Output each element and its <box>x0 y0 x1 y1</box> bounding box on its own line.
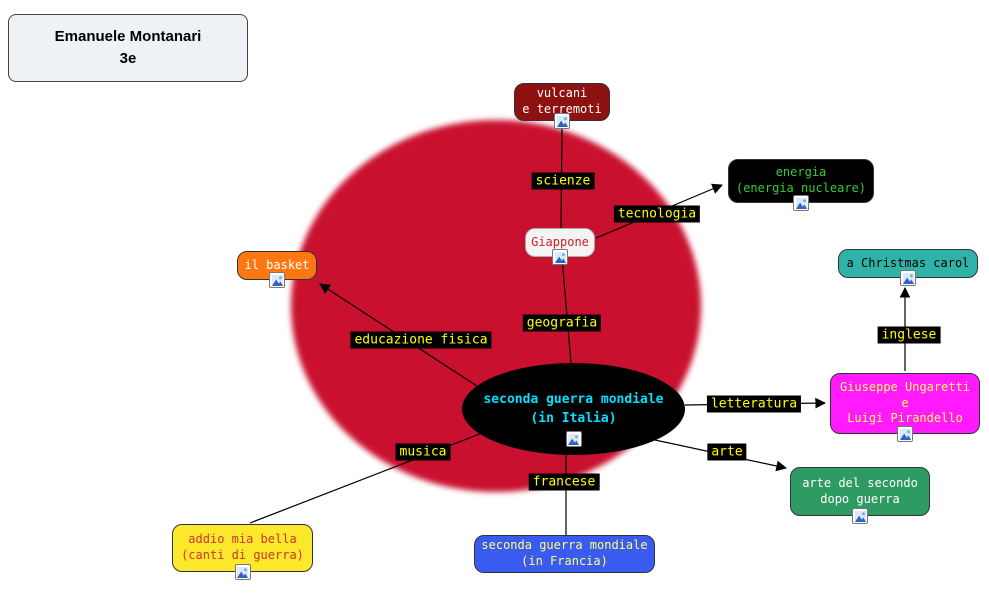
node-ungaretti-pirandello[interactable]: Giuseppe Ungaretti e Luigi Pirandello <box>830 373 980 442</box>
link-label-educazione-fisica[interactable]: educazione fisica <box>350 331 492 349</box>
link-label-scienze[interactable]: scienze <box>531 172 595 190</box>
link-label-inglese[interactable]: inglese <box>877 326 941 344</box>
node-addio-mia-bella[interactable]: addio mia bella (canti di guerra) <box>172 524 313 580</box>
node-arte-del-secondo-dopoguerra[interactable]: arte del secondo dopo guerra <box>790 467 930 524</box>
node-label: seconda guerra mondiale (in Francia) <box>481 538 648 568</box>
node-label: vulcani e terremoti <box>522 86 602 116</box>
node-il-basket[interactable]: il basket <box>237 251 317 288</box>
node-label: Giuseppe Ungaretti e Luigi Pirandello <box>839 380 971 426</box>
image-resource-icon[interactable] <box>565 431 582 447</box>
link-label-geografia[interactable]: geografia <box>522 314 602 332</box>
author-class: 3e <box>119 50 137 67</box>
node-label: a Christmas carol <box>846 255 970 270</box>
node-seconda-guerra-mondiale-francia[interactable]: seconda guerra mondiale (in Francia) <box>474 535 655 573</box>
image-resource-icon[interactable] <box>269 272 285 288</box>
node-label: seconda guerra mondiale (in Italia) <box>483 391 664 427</box>
node-label: energia (energia nucleare) <box>735 165 867 195</box>
link-label-francese[interactable]: francese <box>528 473 600 491</box>
link-label-letteratura[interactable]: letteratura <box>706 395 802 413</box>
image-resource-icon[interactable] <box>234 564 251 580</box>
image-resource-icon[interactable] <box>552 249 568 265</box>
author-title-box: Emanuele Montanari 3e <box>8 14 248 82</box>
image-resource-icon[interactable] <box>852 508 868 524</box>
node-seconda-guerra-mondiale-italia[interactable]: seconda guerra mondiale (in Italia) <box>462 363 685 455</box>
image-resource-icon[interactable] <box>900 270 916 286</box>
image-resource-icon[interactable] <box>793 195 809 211</box>
image-resource-icon[interactable] <box>554 113 570 129</box>
node-label: il basket <box>244 257 310 272</box>
author-name: Emanuele Montanari <box>54 28 202 46</box>
link-label-tecnologia[interactable]: tecnologia <box>613 205 701 223</box>
node-label: addio mia bella (canti di guerra) <box>181 532 304 562</box>
node-energia-nucleare[interactable]: energia (energia nucleare) <box>728 159 874 211</box>
node-vulcani-e-terremoti[interactable]: vulcani e terremoti <box>514 83 610 129</box>
link-label-arte[interactable]: arte <box>707 443 747 461</box>
image-resource-icon[interactable] <box>897 426 913 442</box>
node-giappone[interactable]: Giappone <box>525 228 595 265</box>
node-label: Giappone <box>531 234 589 249</box>
link-label-musica[interactable]: musica <box>395 443 451 461</box>
node-a-christmas-carol[interactable]: a Christmas carol <box>838 249 978 286</box>
node-label: arte del secondo dopo guerra <box>802 475 918 506</box>
